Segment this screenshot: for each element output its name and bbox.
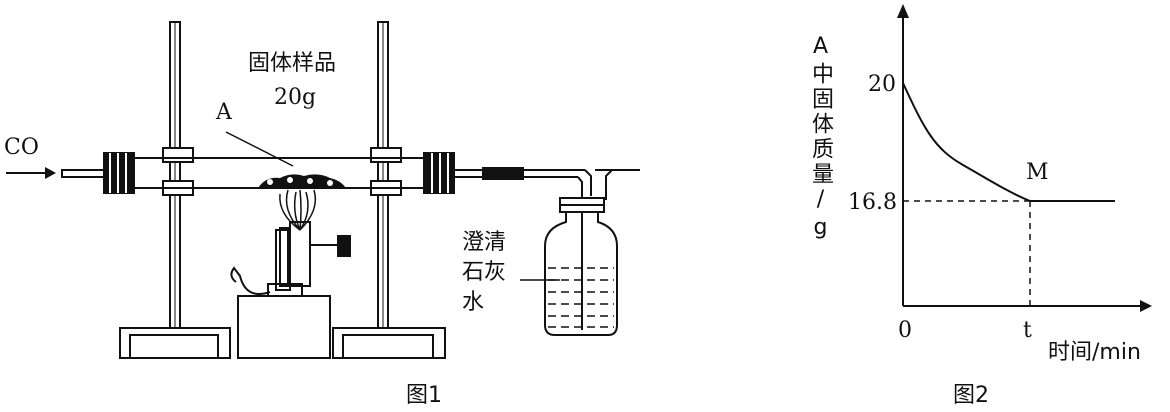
sample-mass-label: 20g [274, 85, 317, 110]
inlet-tube [61, 169, 108, 178]
alcohol-burner [230, 221, 351, 359]
left-stopper [103, 152, 135, 194]
mass-time-graph [897, 4, 1152, 312]
solid-sample [258, 174, 346, 188]
limewater-bottle [544, 197, 618, 336]
point-m-label: M [1026, 160, 1049, 185]
flame [279, 189, 317, 231]
sample-name-label: 固体样品 [248, 51, 337, 76]
y-axis-label: A中固体质量/g [808, 34, 833, 243]
right-stopper [423, 152, 455, 194]
limewater-liquid [548, 267, 614, 328]
apparatus [6, 21, 640, 359]
mass-curve [902, 82, 1115, 202]
y-tick-start: 20 [868, 72, 896, 97]
x-tick-origin: 0 [898, 318, 912, 343]
y-axis-arrow [897, 4, 909, 18]
co-label: CO [4, 135, 39, 160]
limewater-label: 澄清 石灰 水 [462, 230, 507, 315]
outlet-tube [454, 167, 640, 330]
tube-a-label: A [216, 100, 232, 125]
figure2-caption: 图2 [953, 383, 989, 408]
gas-inlet-arrow [6, 167, 56, 179]
y-tick-end: 16.8 [848, 190, 897, 215]
figure1-caption: 图1 [406, 383, 442, 408]
leader-line-a [225, 131, 294, 167]
x-axis-arrow [1140, 300, 1152, 312]
x-tick-t: t [1023, 318, 1032, 343]
left-stand [119, 21, 231, 359]
x-axis-label: 时间/min [1048, 340, 1141, 365]
